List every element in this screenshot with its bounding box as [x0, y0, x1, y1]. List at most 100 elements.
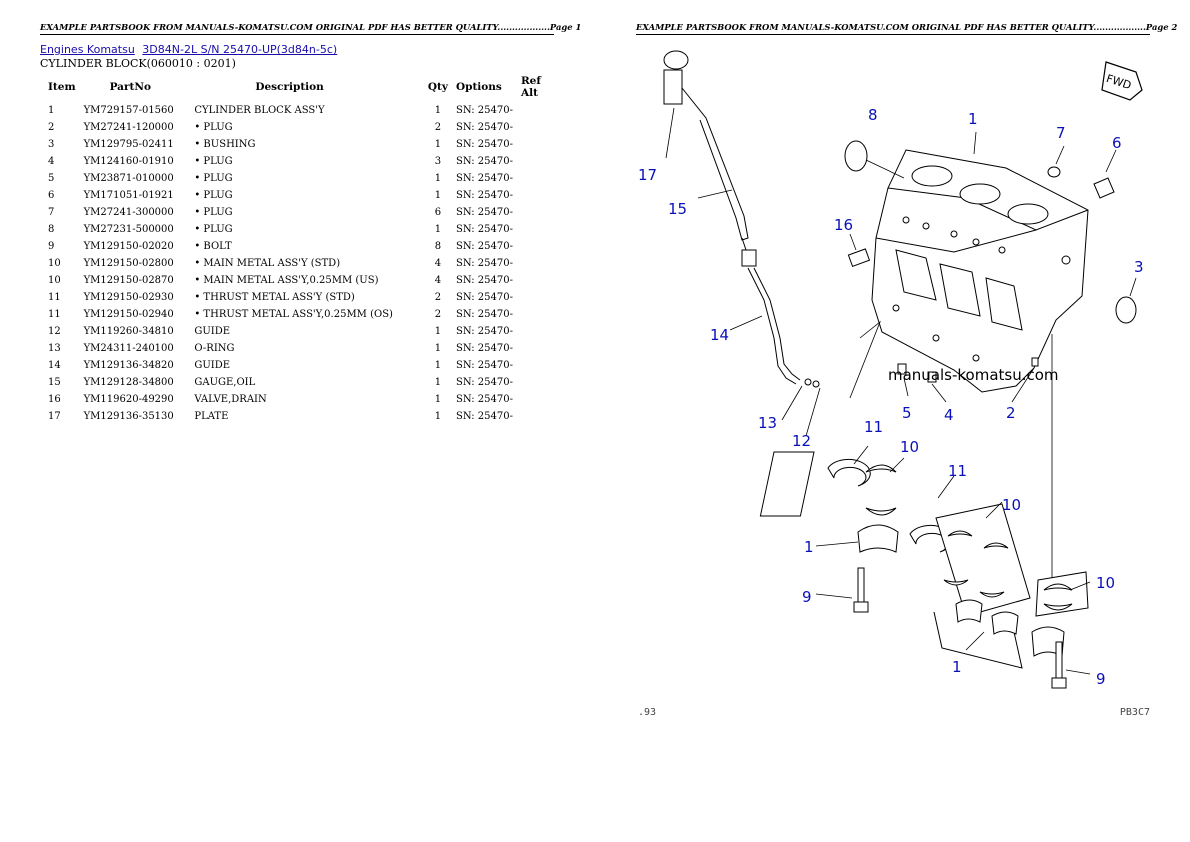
qty-cell: 1: [434, 394, 442, 405]
fwd-arrow-icon: FWD: [1101, 61, 1143, 101]
options-cell: SN: 25470-: [455, 105, 513, 116]
callout-1: 1: [968, 110, 978, 128]
breadcrumb-link-engines[interactable]: Engines Komatsu: [40, 43, 135, 56]
partno-cell: YM27231-500000: [83, 224, 174, 235]
ref-alt-cell: [517, 408, 554, 425]
item-cell: 1: [48, 105, 55, 116]
column-header-ref-alt: Ref Alt: [520, 75, 541, 99]
qty-cell: 2: [434, 292, 442, 303]
item-cell: 2: [48, 122, 55, 133]
callout-11b: 11: [948, 462, 967, 480]
callout-10c: 10: [1096, 574, 1115, 592]
ref-alt-cell: [517, 204, 554, 221]
options-cell: SN: 25470-: [455, 258, 513, 269]
ref-alt-cell: [517, 306, 554, 323]
callout-9b: 9: [1096, 670, 1106, 688]
item-cell: 11: [48, 309, 61, 320]
qty-cell: 2: [434, 309, 442, 320]
callout-3: 3: [1134, 258, 1144, 276]
options-cell: SN: 25470-: [455, 190, 513, 201]
description-cell: • BOLT: [194, 241, 232, 252]
ref-alt-cell: [517, 340, 554, 357]
item-cell: 11: [48, 292, 61, 303]
page-header: EXAMPLE PARTSBOOK FROM MANUALS-KOMATSU.C…: [40, 22, 581, 35]
options-cell: SN: 25470-: [455, 411, 513, 422]
qty-cell: 8: [434, 241, 442, 252]
description-cell: • PLUG: [194, 173, 233, 184]
column-header-partno: PartNo: [109, 81, 151, 93]
partno-cell: YM23871-010000: [83, 173, 174, 184]
ref-alt-cell: [517, 221, 554, 238]
oil-gauge-drawing: [663, 50, 749, 251]
description-cell: GUIDE: [194, 326, 231, 337]
options-cell: SN: 25470-: [455, 275, 513, 286]
block-plugs-drawing: [844, 140, 1137, 383]
callout-8: 8: [868, 106, 878, 124]
options-cell: SN: 25470-: [455, 326, 513, 337]
column-header-item: Item: [48, 81, 76, 93]
ref-alt-cell: [517, 289, 554, 306]
qty-cell: 4: [434, 258, 442, 269]
description-cell: • BUSHING: [194, 139, 256, 150]
breadcrumb: Engines Komatsu 3D84N-2L S/N 25470-UP(3d…: [40, 43, 554, 56]
options-cell: SN: 25470-: [455, 241, 513, 252]
page-footer-right: PB3C7: [1119, 707, 1150, 718]
partno-cell: YM171051-01921: [83, 190, 174, 201]
options-cell: SN: 25470-: [455, 377, 513, 388]
item-cell: 5: [48, 173, 55, 184]
callout-17: 17: [638, 166, 657, 184]
options-cell: SN: 25470-: [455, 394, 513, 405]
partno-cell: YM129150-02870: [83, 275, 174, 286]
partno-cell: YM129150-02930: [83, 292, 174, 303]
table-row: 11 YM129150-02930 • THRUST METAL ASS'Y (ST…: [40, 289, 554, 306]
callout-labels: 17 15 8 1 7 6 16 3 14 5 4 2 13 12 11 10 …: [638, 106, 1144, 688]
qty-cell: 1: [434, 411, 442, 422]
item-cell: 13: [48, 343, 61, 354]
partno-cell: YM129150-02940: [83, 309, 174, 320]
item-cell: 16: [48, 394, 61, 405]
qty-cell: 1: [434, 224, 442, 235]
callout-10b: 10: [1002, 496, 1021, 514]
column-header-options: Options: [455, 81, 502, 93]
page-footer-left: .93: [638, 707, 657, 718]
callout-15: 15: [668, 200, 687, 218]
item-cell: 7: [48, 207, 55, 218]
description-cell: • THRUST METAL ASS'Y (STD): [194, 292, 355, 303]
ref-alt-cell: [517, 255, 554, 272]
qty-cell: 3: [434, 156, 442, 167]
ref-alt-cell: [517, 272, 554, 289]
partno-cell: YM729157-01560: [83, 105, 174, 116]
section-title: CYLINDER BLOCK(060010 : 0201): [40, 57, 236, 70]
callout-6: 6: [1112, 134, 1122, 152]
callout-12: 12: [792, 432, 811, 450]
qty-cell: 1: [434, 173, 442, 184]
partno-cell: YM24311-240100: [83, 343, 174, 354]
qty-cell: 6: [434, 207, 442, 218]
bearings-drawing: [759, 451, 1089, 669]
options-cell: SN: 25470-: [455, 173, 513, 184]
breadcrumb-link-model[interactable]: 3D84N-2L S/N 25470-UP(3d84n-5c): [142, 43, 338, 56]
callout-13: 13: [758, 414, 777, 432]
options-cell: SN: 25470-: [455, 156, 513, 167]
parts-list-page: EXAMPLE PARTSBOOK FROM MANUALS-KOMATSU.C…: [40, 22, 581, 425]
item-cell: 15: [48, 377, 61, 388]
leader-lines: [665, 107, 1137, 598]
description-cell: CYLINDER BLOCK ASS'Y: [194, 105, 325, 116]
description-cell: GAUGE,OIL: [194, 377, 256, 388]
options-cell: SN: 25470-: [455, 122, 513, 133]
ref-alt-cell: [517, 153, 554, 170]
item-cell: 10: [48, 275, 61, 286]
callout-7: 7: [1056, 124, 1066, 142]
qty-cell: 4: [434, 275, 442, 286]
partno-cell: YM129128-34800: [83, 377, 174, 388]
